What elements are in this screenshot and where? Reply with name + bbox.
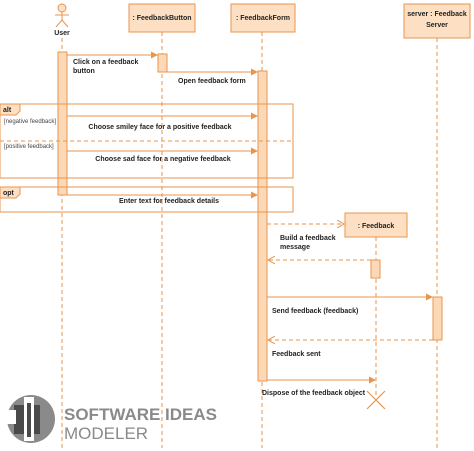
message-build-label-2: message bbox=[280, 244, 310, 251]
message-dispose-label: Dispose of the feedback object bbox=[262, 390, 366, 397]
activation-feedback bbox=[370, 259, 381, 279]
participant-feedback-server-label-2: Server bbox=[426, 22, 448, 29]
activation-feedback-server bbox=[432, 296, 443, 341]
message-sad-label: Choose sad face for a negative feedback bbox=[95, 156, 230, 163]
message-open-form-label: Open feedback form bbox=[178, 78, 246, 85]
message-click-label-2: button bbox=[73, 68, 95, 75]
activation-feedback-form bbox=[257, 70, 268, 382]
destroy-marker-icon bbox=[366, 390, 386, 410]
activation-feedback-button bbox=[157, 53, 168, 73]
logo-text-line1: SOFTWARE IDEAS bbox=[64, 405, 217, 424]
fragment-alt bbox=[0, 103, 294, 179]
participant-feedback-form bbox=[230, 3, 296, 33]
message-smiley-label: Choose smiley face for a positive feedba… bbox=[88, 124, 231, 131]
participant-feedback bbox=[344, 212, 408, 238]
actor-user-label: User bbox=[54, 30, 70, 37]
participant-feedback-form-label: : FeedbackForm bbox=[236, 15, 290, 22]
message-build-label-1: Build a feedback bbox=[280, 235, 336, 242]
fragment-opt bbox=[0, 186, 294, 213]
fragment-opt-label: opt bbox=[3, 190, 15, 197]
message-enter-text-label: Enter text for feedback details bbox=[119, 198, 219, 205]
message-send-label: Send feedback (feedback) bbox=[272, 308, 358, 315]
participant-feedback-button-label: : FeedbackButton bbox=[132, 15, 191, 22]
fragment-alt-label: alt bbox=[3, 107, 12, 114]
participant-feedback-server bbox=[403, 3, 471, 39]
fragment-opt-tag bbox=[0, 186, 21, 199]
fragment-alt-guard-1: [negative feedback] bbox=[4, 119, 56, 125]
message-click-label-1: Click on a feedback bbox=[73, 59, 138, 66]
actor-user bbox=[55, 3, 69, 28]
message-sent-label: Feedback sent bbox=[272, 351, 321, 358]
participant-feedback-server-label-1: server : Feedback bbox=[407, 11, 467, 18]
fragment-alt-guard-2: [positive feedback] bbox=[4, 144, 54, 150]
logo-text-line2: MODELER bbox=[64, 424, 148, 443]
software-ideas-logo-icon bbox=[6, 395, 55, 443]
participant-feedback-label: : Feedback bbox=[358, 223, 395, 230]
fragment-alt-tag bbox=[0, 103, 21, 116]
activation-user bbox=[57, 51, 68, 196]
participant-feedback-button bbox=[128, 3, 196, 33]
